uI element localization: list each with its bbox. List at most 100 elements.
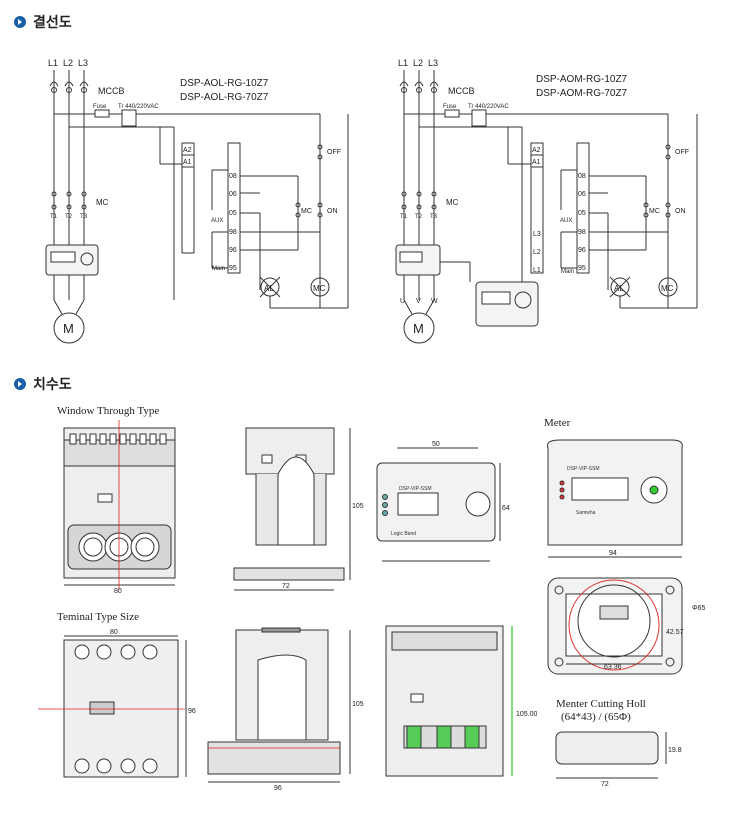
left-wiring-labels: L1 L2 L3 MCCB DSP-AOL-RG-10Z7 DSP-AOL-RG… <box>48 58 341 336</box>
left-off-label: OFF <box>327 149 341 156</box>
left-transformer-label: Tr 440/220VAC <box>118 104 159 110</box>
left-contact-label: 95 <box>229 265 237 272</box>
right-contact-label: 95 <box>578 265 586 272</box>
left-line-label: L3 <box>78 58 88 68</box>
left-t-label: T3 <box>80 214 88 220</box>
dim-label: 64 <box>502 505 510 512</box>
relay-front-drawing <box>376 447 501 562</box>
left-model-label: DSP-AOL-RG-10Z7 <box>180 78 269 89</box>
right-uvw-label: W <box>431 298 438 305</box>
dim-label: 63.36 <box>604 664 622 671</box>
dimension-labels: 80 105 72 50 64 94 80 96 105 96 105.00 Φ… <box>110 441 705 792</box>
right-contact-label: 98 <box>578 229 586 236</box>
window-type-caption: Window Through Type <box>57 405 160 417</box>
left-fuse-label: Fuse <box>93 104 107 110</box>
dim-label: 94 <box>609 550 617 557</box>
right-off-label: OFF <box>675 149 689 156</box>
right-on-label: ON <box>675 208 686 215</box>
dim-label: 50 <box>432 441 440 448</box>
dimension-section-header: 치수도 <box>14 374 72 394</box>
terminal-side-drawing <box>207 627 351 783</box>
dimension-section-title: 치수도 <box>33 377 72 393</box>
meter-caption: Meter <box>544 417 571 429</box>
left-aux-label: AUX <box>211 218 223 224</box>
right-wiring-diagram <box>395 70 698 344</box>
right-contact-label: 96 <box>578 247 586 254</box>
left-line-label: L2 <box>63 58 73 68</box>
right-model-label: DSP-AOM-RG-70Z7 <box>536 88 628 99</box>
left-terminal-label: A2 <box>183 147 192 154</box>
right-mc-aux-label: MC <box>649 208 660 215</box>
right-transformer-label: Tr 440/220VAC <box>468 104 509 110</box>
right-fuse-label: Fuse <box>443 104 457 110</box>
right-mc-coil-label: MC <box>661 284 674 293</box>
dim-label: 42.57 <box>666 629 684 636</box>
left-on-label: ON <box>327 208 338 215</box>
right-uvw-label: V <box>416 298 421 305</box>
right-wiring-labels: L1 L2 L3 MCCB DSP-AOM-RG-10Z7 DSP-AOM-RG… <box>398 58 689 336</box>
dim-label: Φ65 <box>692 605 705 612</box>
meter-device-label: DSP-VIP-SSM <box>567 466 600 472</box>
right-main-label: Main <box>561 269 574 275</box>
right-contact-label: 05 <box>578 210 586 217</box>
dim-label: 105 <box>352 503 364 510</box>
right-contact-label: 08 <box>578 173 586 180</box>
left-contact-label: 98 <box>229 229 237 236</box>
right-terminal-label: A1 <box>532 159 541 166</box>
left-contact-label: 05 <box>229 210 237 217</box>
terminal-front-drawing <box>38 635 187 778</box>
left-main-label: Main <box>212 266 225 272</box>
left-contact-label: 08 <box>229 173 237 180</box>
left-terminal-label: A1 <box>183 159 192 166</box>
cutting-hole-drawing <box>555 731 667 779</box>
right-terminal-label: L3 <box>533 231 541 238</box>
left-mc-label: MC <box>96 198 109 207</box>
right-line-label: L1 <box>398 58 408 68</box>
meter-logo-label: Samwha <box>576 510 596 516</box>
terminal-type-caption: Teminal Type Size <box>57 611 139 623</box>
logic-band-label: Logic Band <box>391 531 416 537</box>
left-mc-coil-label: MC <box>313 284 326 293</box>
left-contact-label: 06 <box>229 191 237 198</box>
left-mc-aux-label: MC <box>301 208 312 215</box>
wiring-section-title: 결선도 <box>33 15 72 31</box>
dim-label: 72 <box>601 781 609 788</box>
bullet-icon <box>14 16 26 28</box>
window-front-drawing <box>63 420 176 590</box>
right-model-label: DSP-AOM-RG-10Z7 <box>536 74 628 85</box>
right-line-label: L2 <box>413 58 423 68</box>
right-t-label: T3 <box>430 214 438 220</box>
left-t-label: T1 <box>50 214 58 220</box>
meter-drawing <box>547 439 683 558</box>
left-line-label: L1 <box>48 58 58 68</box>
device-label: DSP-VIP-SSM <box>399 486 432 492</box>
dim-label: 80 <box>114 588 122 595</box>
window-side-drawing <box>233 427 351 591</box>
wiring-section-header: 결선도 <box>14 12 72 32</box>
cutting-hole-size-caption: (64*43) / (65Φ) <box>561 711 631 723</box>
right-t-label: T2 <box>415 214 423 220</box>
right-terminal-label: A2 <box>532 147 541 154</box>
right-mccb-label: MCCB <box>448 86 475 96</box>
right-motor-label: M <box>413 321 424 336</box>
left-model-label: DSP-AOL-RG-70Z7 <box>180 92 269 103</box>
meter-rear-drawing <box>547 577 683 675</box>
dim-label: 96 <box>274 785 282 792</box>
dim-label: 96 <box>188 708 196 715</box>
left-contact-label: 96 <box>229 247 237 254</box>
left-al-label: AL <box>264 284 274 293</box>
bullet-icon <box>14 378 26 390</box>
right-terminal-label: L2 <box>533 249 541 256</box>
left-wiring-diagram <box>45 70 349 344</box>
right-t-label: T1 <box>400 214 408 220</box>
right-mc-label: MC <box>446 198 459 207</box>
dim-label: 19.8 <box>668 747 682 754</box>
dim-label: 72 <box>282 583 290 590</box>
left-t-label: T2 <box>65 214 73 220</box>
left-mccb-label: MCCB <box>98 86 125 96</box>
cutting-hole-caption: Menter Cutting Holl <box>556 698 646 710</box>
terminal-rear-drawing <box>385 625 513 777</box>
dim-label: 105.00 <box>516 711 538 718</box>
left-motor-label: M <box>63 321 74 336</box>
